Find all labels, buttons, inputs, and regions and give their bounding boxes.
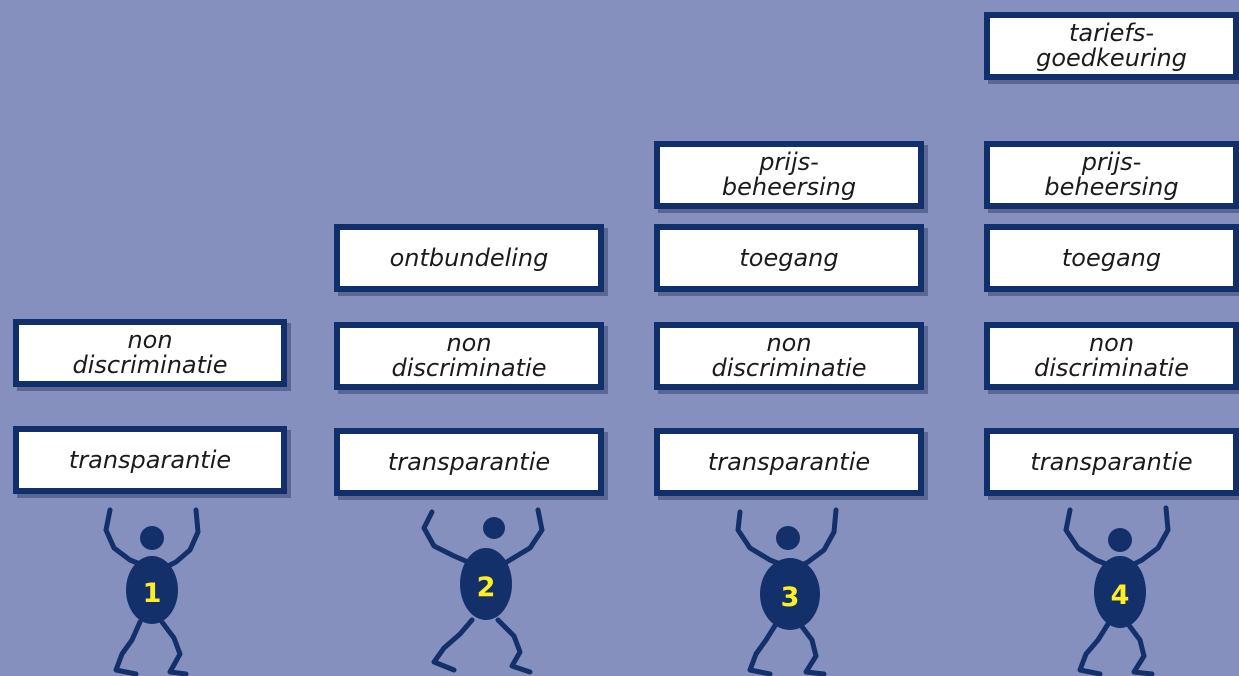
box-non-discriminatie: non discriminatie (654, 322, 924, 390)
box-tariefs-goedkeuring: tariefs- goedkeuring (984, 12, 1239, 80)
box-toegang: toegang (654, 224, 924, 292)
box-non-discriminatie: non discriminatie (984, 322, 1239, 390)
figure-lifting-icon: 4 (1062, 502, 1182, 676)
box-prijs-beheersing: prijs- beheersing (654, 141, 924, 209)
figure-number: 2 (477, 572, 496, 603)
figure-lifting-icon: 1 (100, 502, 210, 676)
figure-number: 4 (1111, 580, 1130, 611)
figure-number: 1 (143, 578, 162, 609)
figure-number: 3 (781, 582, 800, 613)
box-transparantie: transparantie (13, 426, 287, 494)
figure-lifting-icon: 3 (730, 502, 850, 676)
box-transparantie: transparantie (654, 428, 924, 496)
box-toegang: toegang (984, 224, 1239, 292)
box-prijs-beheersing: prijs- beheersing (984, 141, 1239, 209)
box-ontbundeling: ontbundeling (334, 224, 604, 292)
box-non-discriminatie: non discriminatie (13, 319, 287, 387)
box-transparantie: transparantie (334, 428, 604, 496)
figure-lifting-icon: 2 (420, 502, 550, 676)
box-transparantie: transparantie (984, 428, 1239, 496)
box-non-discriminatie: non discriminatie (334, 322, 604, 390)
